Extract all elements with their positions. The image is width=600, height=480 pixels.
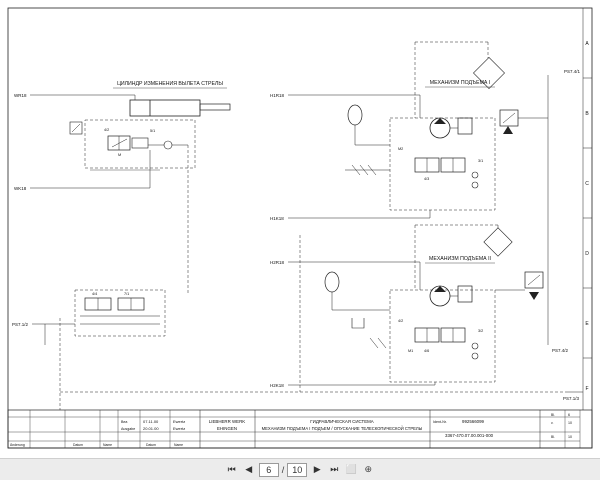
hoist1-accumulator bbox=[347, 104, 363, 126]
comp-label-3-2: 3/2 bbox=[478, 329, 483, 333]
line-label-ps7-4-2: PS7.4/2 bbox=[552, 348, 569, 353]
tb-col-name-1: Name bbox=[103, 443, 112, 447]
tb-row2-date: 20.01.00 bbox=[143, 426, 159, 431]
tb-col-datum-1: Datum bbox=[73, 443, 83, 447]
hoist1-block bbox=[389, 117, 496, 211]
frame-letter-f: F bbox=[585, 386, 588, 392]
tb-desc-line2: МЕХАНИЗМ ПОДЪЕМА I ПОДЪЕМ / ОПУСКАНИЕ ТЕ… bbox=[262, 426, 423, 431]
frame-letter-c: C bbox=[585, 181, 589, 187]
comp-label-4-2-b: 4/2 bbox=[398, 319, 403, 323]
tb-sheet-label-3: Bl. bbox=[551, 435, 555, 439]
line-label-wk18: WK18 bbox=[14, 186, 27, 191]
line-label-h2r18: H2R18 bbox=[270, 260, 285, 265]
hoist2-relief-valve bbox=[524, 271, 544, 289]
comp-label-3-1: 3/1 bbox=[478, 159, 483, 163]
hoist2-brake bbox=[457, 285, 473, 303]
comp-label-4-6: 4/6 bbox=[424, 349, 429, 353]
comp-label-m1: M1 bbox=[408, 349, 413, 353]
hoist2-title: МЕХАНИЗМ ПОДЪЕМА II bbox=[429, 256, 491, 262]
boom-valve-block bbox=[84, 119, 196, 169]
schematic-sheet: A B C D E F ЦИЛИНДР ИЗМЕНЕНИЯ ВЫЛЕТА СТР… bbox=[7, 7, 593, 449]
tb-col-name-2: Name bbox=[174, 443, 183, 447]
hoist1-filter bbox=[473, 57, 505, 89]
comp-label-5-1: 5/1 bbox=[150, 129, 155, 133]
line-label-ps7-1-2: PS7.1/2 bbox=[12, 322, 29, 327]
boom-cylinder bbox=[129, 99, 231, 117]
fit-page-icon[interactable]: ⬜ bbox=[345, 464, 357, 474]
frame-letter-b: B bbox=[585, 111, 589, 117]
current-page-input[interactable]: 6 bbox=[258, 462, 279, 477]
comp-label-7-1: 7/1 bbox=[124, 292, 129, 296]
line-label-h1r18: H1R18 bbox=[270, 93, 285, 98]
boom-check-valve bbox=[163, 140, 173, 150]
tb-company-line2: EHINGEN bbox=[217, 426, 237, 431]
comp-label-4-2-a: 4/2 bbox=[104, 128, 109, 132]
zoom-icon[interactable]: ⊕ bbox=[364, 464, 373, 474]
page-separator: / bbox=[281, 464, 285, 475]
total-pages: 10 bbox=[287, 462, 308, 477]
first-page-icon[interactable]: ⏮ bbox=[227, 464, 236, 474]
frame-letter-e: E bbox=[585, 321, 589, 327]
comp-label-4-3: 4/3 bbox=[424, 177, 429, 181]
title-block bbox=[7, 409, 593, 449]
tb-sheet-value-1: 6 bbox=[568, 413, 570, 417]
frame-letter-d: D bbox=[585, 251, 589, 257]
tb-sheet-value-2: 10 bbox=[568, 421, 572, 425]
hoist2-tank bbox=[351, 318, 365, 329]
line-label-wr18: WR18 bbox=[14, 93, 27, 98]
comp-label-m2: M2 bbox=[398, 147, 403, 151]
line-label-ps7-4-1: PS7.4/1 bbox=[564, 69, 581, 74]
frame-letter-a: A bbox=[585, 41, 589, 47]
tb-sheet-value-3: 10 bbox=[568, 435, 572, 439]
hoist2-block bbox=[389, 289, 496, 383]
prev-page-icon[interactable]: ◀ bbox=[245, 464, 253, 474]
boom-cylinder-title: ЦИЛИНДР ИЗМЕНЕНИЯ ВЫЛЕТА СТРЕЛЫ bbox=[117, 81, 223, 87]
tb-row2-label: Ausgabe bbox=[121, 427, 135, 431]
control-valve-block bbox=[74, 289, 166, 337]
tb-row1-date: 07.11.00 bbox=[143, 419, 159, 424]
hydraulic-schematic: A B C D E F ЦИЛИНДР ИЗМЕНЕНИЯ ВЫЛЕТА СТР… bbox=[7, 7, 593, 449]
tb-drawing-number: 3367-470.07.00.001-000 bbox=[445, 433, 494, 438]
tb-desc-line1: ГИДРАВЛИЧЕСКАЯ СИСТЕМА bbox=[310, 419, 374, 424]
tb-sheet-label-2: v. bbox=[551, 421, 553, 425]
tb-row1-name: Ewertz bbox=[173, 419, 185, 424]
comp-label-4-4: 4/4 bbox=[92, 292, 97, 296]
tb-row1-label: Bea bbox=[121, 420, 127, 424]
tb-col-aenderung: Änderung bbox=[10, 443, 25, 447]
tb-ident-value: 992566099 bbox=[462, 419, 485, 424]
comp-label-m-a: M bbox=[118, 153, 121, 157]
next-page-icon[interactable]: ▶ bbox=[313, 464, 321, 474]
tb-sheet-label-1: Bl. bbox=[551, 413, 555, 417]
hoist2-accumulator bbox=[324, 271, 340, 293]
hoist2-filter bbox=[483, 227, 513, 257]
tb-ident-label: Ident-Nr. bbox=[433, 420, 447, 424]
hoist1-title: МЕХАНИЗМ ПОДЪЕМА I bbox=[430, 80, 490, 86]
tb-company-line1: LIEBHERR WERK bbox=[209, 419, 245, 424]
pdf-viewer-toolbar: ⏮ ◀ 6 / 10 ▶ ⏭ ⬜ ⊕ bbox=[0, 458, 600, 480]
hoist1-brake bbox=[457, 117, 473, 135]
tb-col-datum-2: Datum bbox=[146, 443, 156, 447]
boom-sensor bbox=[69, 121, 83, 135]
line-label-ps7-1-3: PS7.1/3 bbox=[563, 396, 580, 401]
tb-row2-name: Ewertz bbox=[173, 426, 185, 431]
line-label-h2k18: H2K18 bbox=[270, 383, 284, 388]
line-label-h1k18: H1K18 bbox=[270, 216, 284, 221]
last-page-icon[interactable]: ⏭ bbox=[330, 464, 339, 474]
